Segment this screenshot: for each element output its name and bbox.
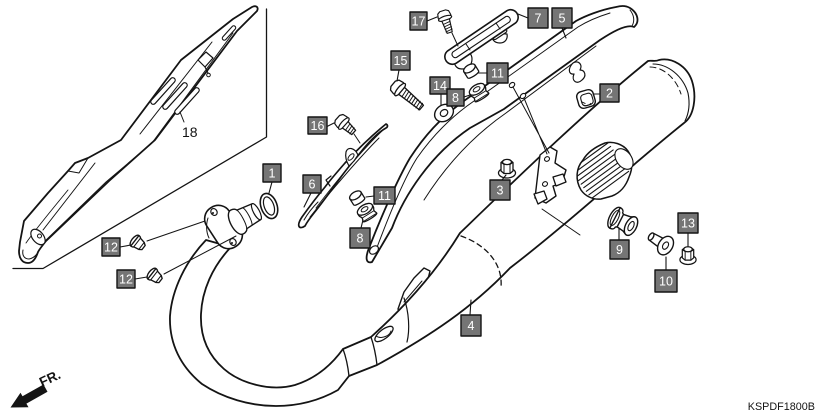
svg-text:7: 7 <box>535 12 542 26</box>
svg-text:5: 5 <box>559 12 566 26</box>
svg-text:17: 17 <box>412 15 426 29</box>
svg-text:6: 6 <box>309 178 316 192</box>
svg-text:11: 11 <box>378 189 391 203</box>
svg-text:8: 8 <box>452 91 459 105</box>
svg-text:8: 8 <box>357 232 364 246</box>
svg-text:4: 4 <box>468 319 475 333</box>
svg-text:12: 12 <box>104 241 118 255</box>
svg-text:14: 14 <box>433 79 447 93</box>
svg-text:11: 11 <box>491 67 504 81</box>
svg-text:15: 15 <box>394 54 408 68</box>
svg-text:13: 13 <box>681 217 695 231</box>
svg-text:18: 18 <box>182 124 198 140</box>
svg-text:16: 16 <box>311 119 325 133</box>
svg-text:3: 3 <box>497 184 504 198</box>
svg-text:2: 2 <box>606 87 613 101</box>
svg-text:10: 10 <box>659 275 673 289</box>
svg-text:12: 12 <box>119 273 133 287</box>
svg-text:KSPDF1800B: KSPDF1800B <box>748 401 815 413</box>
svg-text:1: 1 <box>269 167 276 181</box>
svg-text:9: 9 <box>616 243 623 257</box>
